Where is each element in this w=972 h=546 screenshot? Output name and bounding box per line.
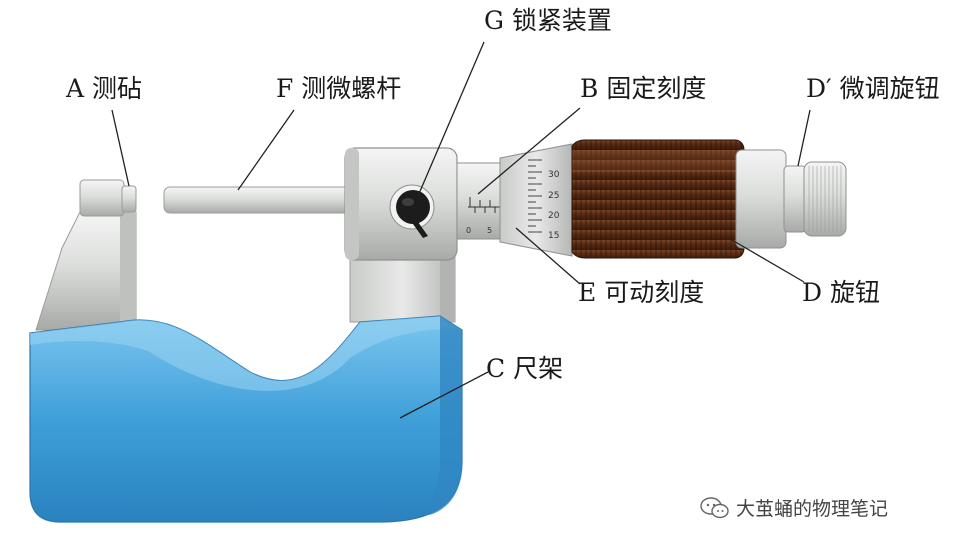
sleeve-tick-label: 0 <box>466 226 471 235</box>
label-lock-g: G 锁紧装置 <box>484 6 612 35</box>
label-ratchet-d-prime: D′ 微调旋钮 <box>806 74 940 103</box>
thimble-tick-label: 20 <box>548 211 560 221</box>
ratchet-d-prime <box>735 149 847 249</box>
watermark: 大茧蛹的物理笔记 <box>700 494 888 521</box>
knob-d <box>571 139 745 259</box>
sleeve-b: 0 5 <box>456 162 506 240</box>
thimble-e: 30 25 20 15 <box>499 143 573 257</box>
watermark-text: 大茧蛹的物理笔记 <box>736 498 889 520</box>
wechat-icon <box>700 496 729 518</box>
anvil-a <box>79 179 137 217</box>
leader-a <box>111 109 130 187</box>
label-knob-d: D 旋钮 <box>802 278 880 307</box>
leader-lines <box>111 41 811 419</box>
lock-g <box>389 184 435 238</box>
label-sleeve-b: B 固定刻度 <box>580 74 707 103</box>
leader-d <box>731 239 805 283</box>
leader-f <box>237 109 295 191</box>
leader-g <box>417 41 485 197</box>
frame-c <box>29 211 463 523</box>
spindle-f <box>163 186 355 214</box>
label-spindle-f: F 测微螺杆 <box>276 74 402 103</box>
leader-d-prime <box>797 109 811 167</box>
label-anvil-a: A 测砧 <box>66 74 143 103</box>
thimble-tick-label: 15 <box>548 231 559 241</box>
label-thimble-e: E 可动刻度 <box>578 278 705 307</box>
thimble-tick-label: 25 <box>548 191 559 201</box>
label-frame-c: C 尺架 <box>486 354 564 383</box>
leader-c <box>399 371 489 419</box>
thimble-tick-label: 30 <box>548 170 560 180</box>
leader-b <box>477 107 581 195</box>
leader-e <box>515 227 581 285</box>
sleeve-tick-label: 5 <box>487 226 492 235</box>
